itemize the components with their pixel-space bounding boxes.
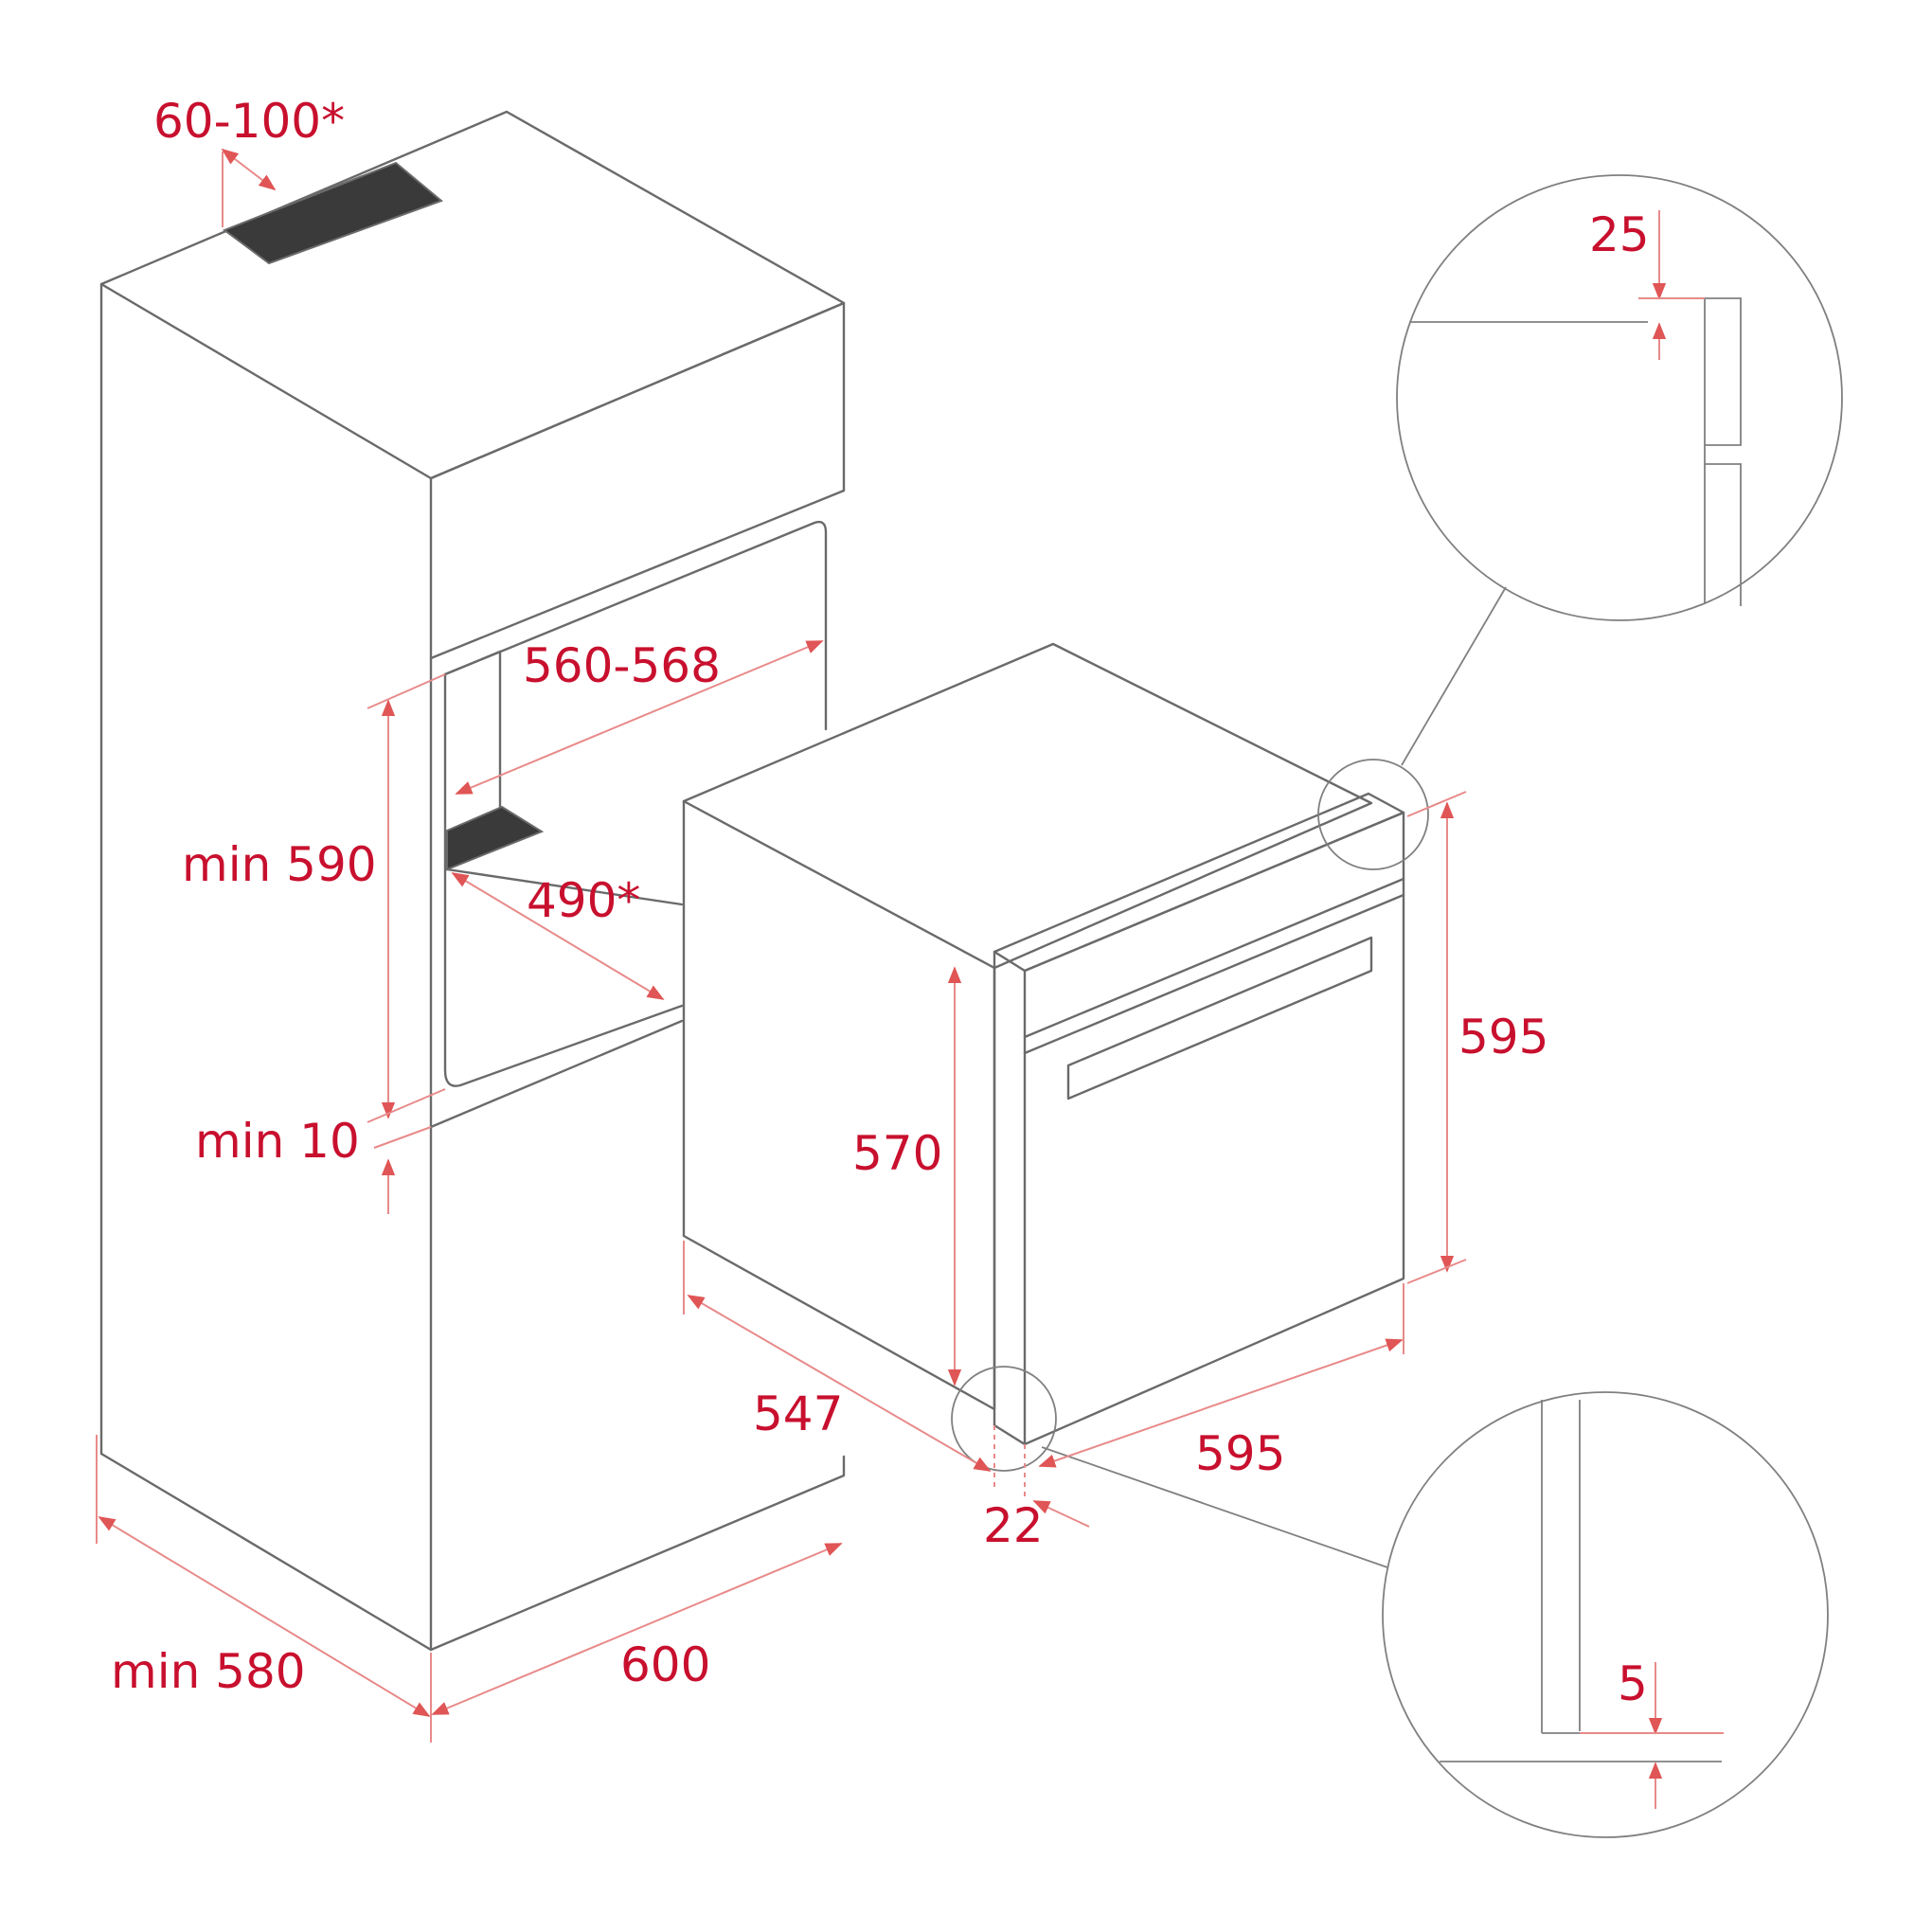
bottom-gap-ext <box>373 1126 432 1149</box>
label-oven-depth: 547 <box>753 1386 843 1441</box>
dimension-lines <box>96 148 1724 1809</box>
bottom-detail-marker <box>951 1366 1057 1472</box>
oven-height-ext-bottom <box>1406 1259 1467 1284</box>
cabinet-front-bottom <box>429 1455 846 1652</box>
niche-bottom-edge <box>429 1019 684 1129</box>
label-niche-width: 560-568 <box>523 638 721 693</box>
oven-height-ext-top <box>1406 791 1467 817</box>
cabinet-left-side <box>99 282 433 1652</box>
oven-front-panel <box>1023 811 1405 1446</box>
niche-height-ext-top <box>367 673 446 709</box>
cabinet-depth-dimension <box>98 1516 431 1717</box>
top-vent-slot <box>222 161 443 265</box>
bottom-detail-circle <box>1382 1391 1829 1838</box>
niche-inner-bottom <box>443 1004 684 1087</box>
niche-top-edge <box>429 489 846 660</box>
label-oven-height-body: 570 <box>852 1126 942 1181</box>
oven-left-side <box>682 799 996 1411</box>
cabinet-top <box>99 110 846 480</box>
front-offset-dimension <box>1032 1500 1090 1528</box>
top-detail-leader <box>1401 586 1507 766</box>
label-cabinet-depth: min 580 <box>111 1644 306 1699</box>
bottom-vent-slot <box>446 805 545 871</box>
detail-callouts <box>951 174 1843 1838</box>
label-cabinet-width: 600 <box>620 1637 710 1692</box>
label-bottom-gap: min 10 <box>195 1114 360 1169</box>
vent-gap-dimension <box>221 148 277 191</box>
oven-width-dimension <box>1038 1338 1404 1468</box>
label-vent-gap: 60-100* <box>153 94 345 149</box>
label-niche-depth: 490* <box>527 873 640 928</box>
label-oven-width: 595 <box>1195 1426 1285 1481</box>
label-oven-height-total: 595 <box>1458 1010 1548 1064</box>
niche-width-dimension <box>455 640 824 795</box>
top-detail-panel <box>1705 297 1742 446</box>
oven-front-lip-top <box>993 792 1405 973</box>
top-detail-circle <box>1396 174 1843 621</box>
oven-front-bottom-edge <box>993 1423 1027 1446</box>
control-panel-divider <box>1023 893 1405 1055</box>
label-niche-height: min 590 <box>182 837 377 892</box>
label-front-offset: 22 <box>983 1498 1044 1553</box>
top-detail-marker <box>1317 759 1429 870</box>
oven-top <box>682 642 1373 970</box>
cabinet-front-top <box>429 301 846 492</box>
niche-inner-top <box>443 650 502 676</box>
oven <box>682 642 1405 1446</box>
oven-depth-dimension <box>687 1295 992 1472</box>
dimension-labels: 60-100* 560-568 min 590 490* min 10 min … <box>111 94 1650 1711</box>
niche-depth-dimension <box>451 872 665 1000</box>
label-top-detail: 25 <box>1589 207 1650 262</box>
label-bottom-detail: 5 <box>1618 1656 1648 1711</box>
oven-door-handle <box>1066 936 1373 1100</box>
niche-back-frame <box>443 520 828 731</box>
cabinet-width-dimension <box>431 1543 843 1715</box>
niche-height-ext-bottom <box>367 1088 446 1123</box>
top-detail-door <box>1705 463 1742 606</box>
control-panel-strip <box>1023 877 1405 1039</box>
